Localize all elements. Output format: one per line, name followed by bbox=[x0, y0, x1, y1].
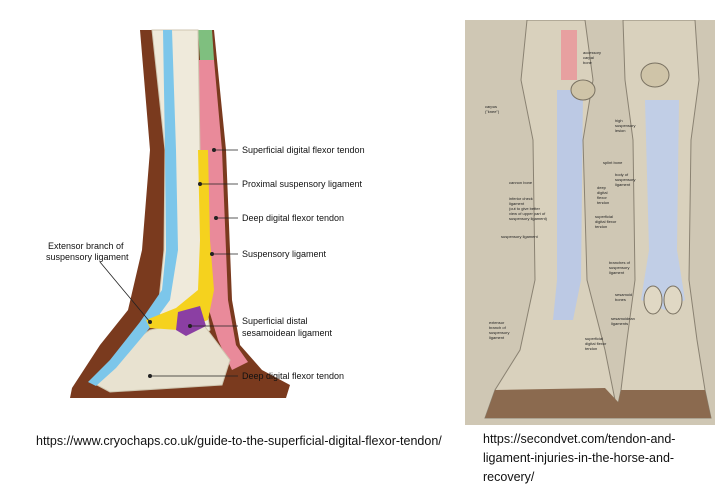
label-carpus: carpus ("knee") bbox=[485, 104, 500, 114]
label-superficial-distal-line1: Superficial distal bbox=[242, 316, 308, 326]
label-splint-bone: splint bone bbox=[603, 160, 623, 165]
sesamoid-bone-left bbox=[643, 285, 663, 315]
label-body-of-suspensory: body of suspensory ligament bbox=[615, 172, 636, 187]
leader-lines bbox=[99, 149, 238, 377]
label-superficial-digital-flexor-tendon: Superficial digital flexor tendon bbox=[242, 145, 365, 155]
leader-dots bbox=[148, 148, 218, 378]
label-sesamoidean-ligaments: sesamoidean ligaments bbox=[611, 316, 635, 326]
label-suspensory-ligament-right: suspensory ligament bbox=[501, 234, 538, 239]
right-suspensory-band bbox=[641, 100, 685, 310]
suspensory-ligament bbox=[146, 150, 214, 330]
left-tendon-band bbox=[553, 90, 583, 320]
label-deep-digital-flexor-tendon: Deep digital flexor tendon bbox=[242, 213, 345, 223]
label-superficial-digital-flexor: superficial digital flexor tendon bbox=[595, 214, 617, 229]
left-hoof bbox=[485, 388, 633, 418]
label-extensor-branch-line2: suspensory ligament bbox=[46, 252, 129, 262]
label-deep-digital-flexor: deep digital flexor tendon bbox=[597, 185, 610, 205]
label-proximal-suspensory-ligament: Proximal suspensory ligament bbox=[242, 179, 363, 189]
left-muscle bbox=[561, 30, 577, 80]
label-branches-of-suspensory: branches of suspensory ligament bbox=[609, 260, 630, 275]
label-superficial-digital-flexor-2: superficial digital flexor tendon bbox=[585, 336, 607, 351]
extensor-tendon bbox=[88, 30, 178, 386]
label-extensor-branch-line1: Extensor branch of bbox=[48, 241, 124, 251]
accessory-carpal-bone bbox=[640, 62, 670, 88]
label-extensor-branch-right: extensor branch of suspensory ligament bbox=[489, 320, 510, 340]
left-carpal-bone bbox=[570, 79, 596, 101]
sesamoidean-ligament bbox=[176, 306, 206, 336]
sesamoid-bone-right bbox=[663, 285, 683, 315]
label-suspensory-ligament: Suspensory ligament bbox=[242, 249, 327, 259]
label-deep-digital-flexor-tendon-2: Deep digital flexor tendon bbox=[242, 371, 345, 381]
right-leg-illustration bbox=[465, 20, 715, 425]
green-tendon-strip bbox=[198, 30, 214, 60]
label-superficial-distal-line2: sesamoidean ligament bbox=[242, 328, 333, 338]
label-cannon-bone: cannon bone bbox=[509, 180, 533, 185]
left-leg-diagram: Superficial digital flexor tendon Proxim… bbox=[46, 29, 365, 398]
label-high-suspensory-lesion: high suspensory lesion bbox=[615, 118, 636, 133]
caption-right-source-url: https://secondvet.com/tendon-and-ligamen… bbox=[483, 432, 676, 484]
left-leg-illustration bbox=[70, 29, 290, 398]
caption-left-source-url: https://www.cryochaps.co.uk/guide-to-the… bbox=[36, 434, 442, 448]
label-accessory-carpal-bone: accessory carpal bone bbox=[583, 50, 602, 65]
label-sesamoid-bones: sesamoid bones bbox=[615, 292, 633, 302]
label-inferior-check-ligament: inferior check ligament (cut to give bet… bbox=[509, 196, 548, 221]
right-hoof bbox=[615, 390, 711, 418]
right-leg-diagram: accessory carpal bone carpus ("knee") hi… bbox=[465, 20, 715, 425]
